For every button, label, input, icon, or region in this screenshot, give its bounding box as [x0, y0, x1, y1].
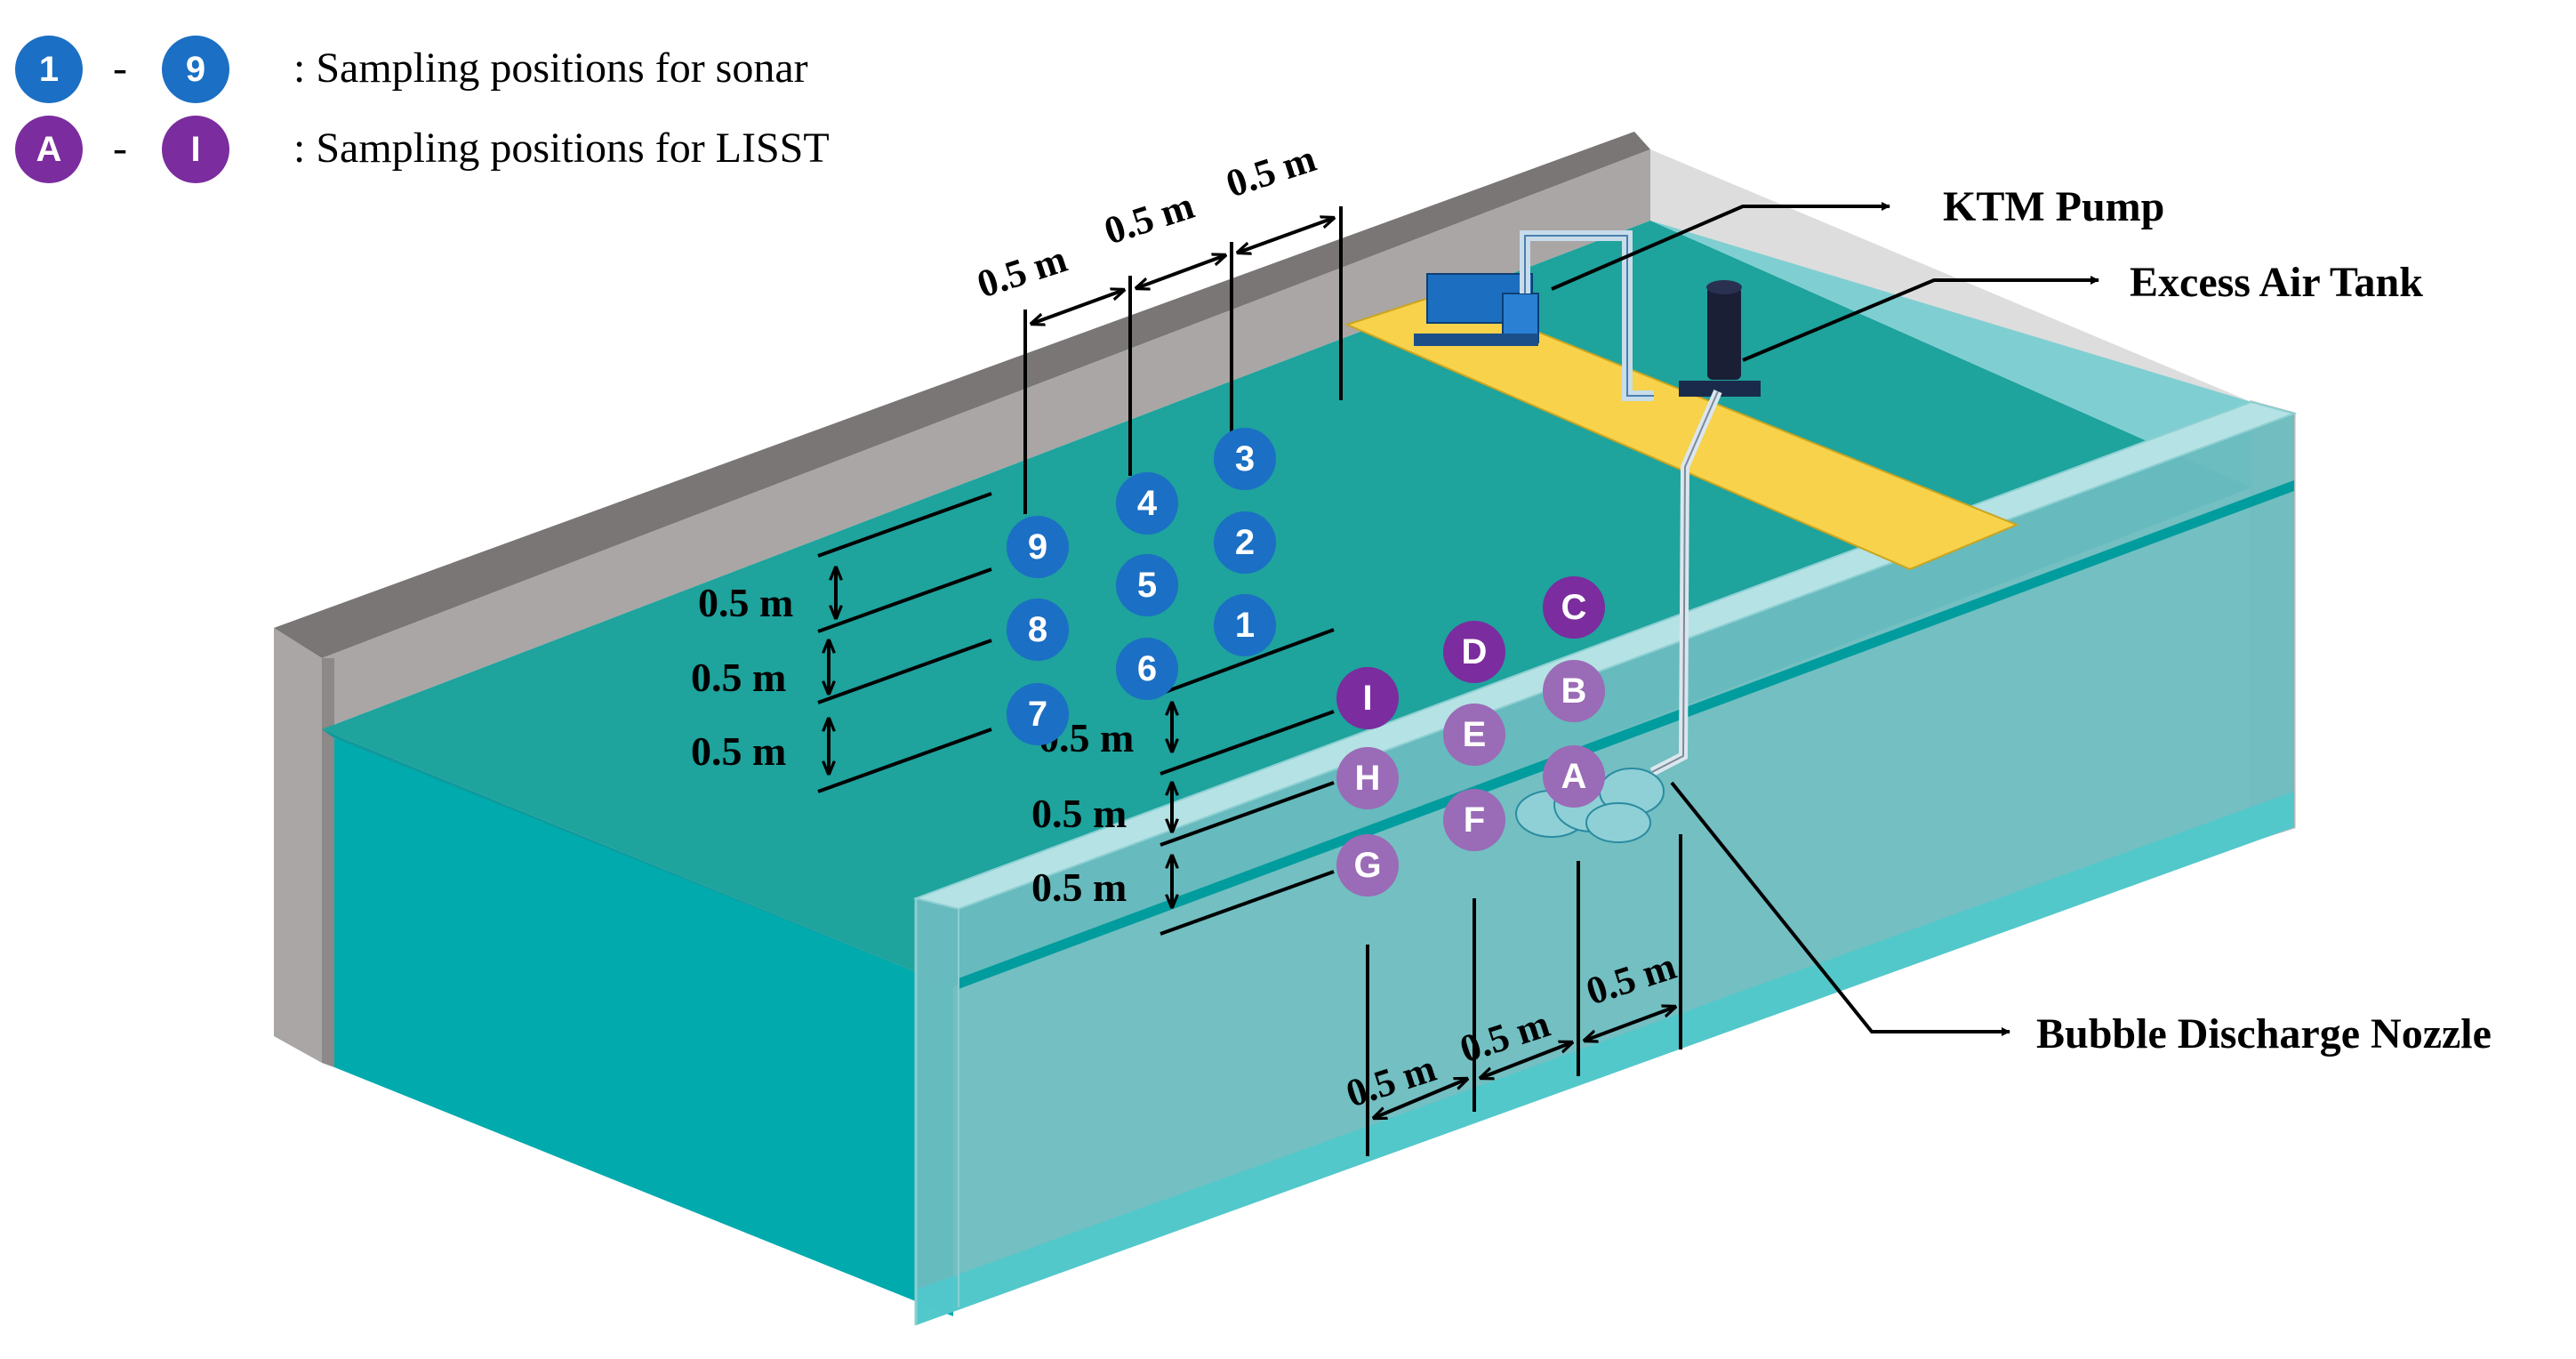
nozzle-pipe-outline	[1651, 390, 1719, 773]
legend-sonar-end: 9	[186, 50, 205, 89]
svg-text:A: A	[1561, 757, 1587, 796]
tank-leader	[1742, 276, 2099, 362]
lisst-marker-f: F	[1443, 789, 1505, 851]
dim-label: 0.5 m	[1031, 864, 1127, 910]
dim-label: 0.5 m	[1221, 136, 1321, 205]
svg-text:7: 7	[1028, 695, 1047, 734]
front-glass-water-band	[959, 480, 2294, 989]
dimension-lines	[817, 206, 1682, 1156]
svg-text:2: 2	[1235, 523, 1255, 562]
lisst-marker-g: G	[1336, 834, 1399, 897]
guide-line	[817, 492, 992, 558]
guide-line	[1160, 781, 1335, 847]
lisst-markers: A B C D E F G H I	[1336, 576, 1605, 897]
dim-label: 0.5 m	[691, 728, 786, 774]
back-wall-top	[274, 132, 1650, 658]
lisst-marker-a: A	[1543, 745, 1605, 808]
lisst-marker-c: C	[1543, 576, 1605, 639]
guide-line	[817, 567, 992, 633]
water-front-left	[334, 738, 953, 1316]
svg-text:G: G	[1353, 846, 1381, 885]
legend: 1 - 9 : Sampling positions for sonar A -…	[15, 36, 830, 183]
sonar-marker-1: 1	[1214, 594, 1276, 656]
legend-lisst-start: A	[36, 130, 62, 169]
svg-text:4: 4	[1137, 484, 1158, 523]
pump-label: KTM Pump	[1943, 183, 2164, 230]
tank	[274, 132, 2298, 1325]
dim-arrow	[1238, 218, 1334, 253]
legend-lisst-row: A - I : Sampling positions for LISST	[15, 116, 830, 183]
svg-text:5: 5	[1137, 566, 1157, 605]
sonar-markers: 1 2 3 4 5 6 7 8 9	[1007, 428, 1276, 745]
sonar-marker-2: 2	[1214, 511, 1276, 574]
front-glass-panel	[916, 402, 2294, 1325]
sonar-marker-7: 7	[1007, 683, 1069, 745]
dim-label: 0.5 m	[698, 580, 793, 625]
front-glass-bottom	[916, 792, 2294, 1325]
lisst-marker-h: H	[1336, 747, 1399, 809]
guide-line	[1160, 628, 1335, 696]
sonar-marker-6: 6	[1116, 638, 1178, 700]
pump-leader	[1551, 202, 1890, 291]
legend-lisst-text: : Sampling positions for LISST	[293, 125, 830, 172]
guide-line	[817, 639, 992, 704]
legend-dash: -	[113, 44, 127, 92]
tank-label: Excess Air Tank	[2130, 259, 2423, 306]
lisst-marker-e: E	[1443, 704, 1505, 766]
svg-text:1: 1	[1235, 606, 1255, 645]
legend-sonar-text: : Sampling positions for sonar	[293, 44, 808, 92]
sonar-marker-5: 5	[1116, 554, 1178, 616]
svg-text:E: E	[1463, 715, 1487, 754]
air-tank-cap-icon	[1706, 280, 1742, 294]
lisst-marker-b: B	[1543, 660, 1605, 722]
svg-text:9: 9	[1028, 527, 1047, 567]
dim-arrow	[1136, 255, 1225, 288]
svg-text:D: D	[1462, 632, 1488, 671]
water-surface	[322, 221, 2251, 987]
guide-line	[1160, 710, 1335, 776]
legend-sonar-start: 1	[39, 50, 59, 89]
left-wall-edge	[322, 658, 334, 1067]
svg-text:6: 6	[1137, 649, 1157, 688]
air-tank-icon	[1707, 286, 1741, 380]
guide-line	[817, 728, 992, 793]
supply-pipe-outline	[1524, 235, 1654, 397]
dim-label: 0.5 m	[972, 237, 1072, 306]
svg-text:I: I	[1362, 679, 1372, 718]
dim-label: 0.5 m	[1099, 183, 1200, 253]
legend-lisst-end: I	[190, 130, 200, 169]
svg-text:3: 3	[1235, 439, 1255, 478]
sonar-marker-9: 9	[1007, 516, 1069, 578]
svg-text:H: H	[1355, 759, 1381, 798]
lisst-marker-i: I	[1336, 667, 1399, 729]
dim-label: 0.5 m	[1031, 791, 1127, 836]
sonar-marker-3: 3	[1214, 428, 1276, 490]
dim-arrow	[1374, 1079, 1467, 1118]
svg-text:C: C	[1561, 588, 1587, 627]
nozzle-label: Bubble Discharge Nozzle	[2036, 1010, 2492, 1057]
dim-label: 0.5 m	[691, 655, 786, 700]
sonar-marker-4: 4	[1116, 472, 1178, 535]
svg-text:B: B	[1561, 671, 1587, 711]
lisst-marker-d: D	[1443, 621, 1505, 683]
legend-dash: -	[113, 125, 127, 172]
nozzle-leader	[1670, 781, 2010, 1036]
left-wall-face	[274, 628, 322, 1063]
back-wall-face	[322, 149, 1650, 729]
dim-arrow	[1585, 1007, 1675, 1041]
legend-sonar-row: 1 - 9 : Sampling positions for sonar	[15, 36, 808, 103]
dim-arrow	[1031, 290, 1124, 324]
guide-line	[1160, 870, 1335, 936]
glass-back-right	[1650, 221, 2251, 487]
platform	[1344, 292, 2019, 571]
svg-text:8: 8	[1028, 610, 1047, 649]
air-tank-base-icon	[1679, 381, 1761, 397]
pump-base-icon	[1414, 334, 1538, 346]
sonar-marker-8: 8	[1007, 599, 1069, 661]
dim-arrow	[1481, 1042, 1572, 1078]
svg-text:F: F	[1464, 800, 1485, 840]
callouts: KTM Pump Excess Air Tank Bubble Discharg…	[1551, 183, 2492, 1057]
